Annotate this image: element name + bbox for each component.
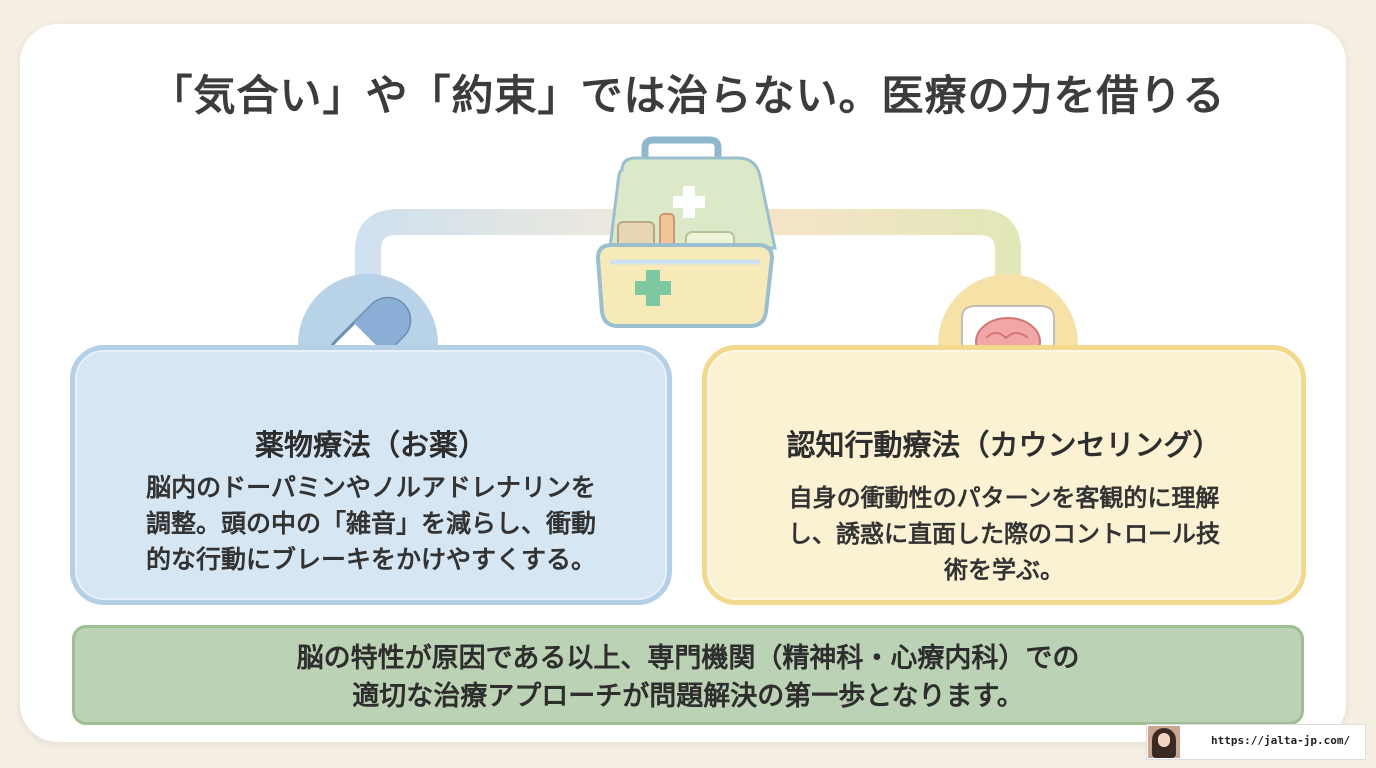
medication-therapy-body: 脳内のドーパミンやノルアドレナリンを 調整。頭の中の「雑音」を減らし、衝動 的な… — [75, 470, 667, 578]
cbt-card: 認知行動療法（カウンセリング） 自身の衝動性のパターンを客観的に理解 し、誘惑に… — [702, 345, 1306, 605]
conclusion-text: 脳の特性が原因である以上、専門機関（精神科・心療内科）での 適切な治療アプローチ… — [75, 640, 1301, 716]
conclusion-banner: 脳の特性が原因である以上、専門機関（精神科・心療内科）での 適切な治療アプローチ… — [72, 625, 1304, 725]
body-line: 調整。頭の中の「雑音」を減らし、衝動 — [145, 509, 596, 538]
footer-url[interactable]: https://jalta-jp.com/ — [1211, 734, 1351, 747]
body-line: 自身の衝動性のパターンを客観的に理解 — [788, 484, 1220, 512]
cbt-heading: 認知行動療法（カウンセリング） — [786, 428, 1222, 462]
body-line: 的な行動にブレーキをかけやすくする。 — [145, 545, 596, 574]
first-aid-kit-icon — [595, 136, 777, 328]
body-line: 脳内のドーパミンやノルアドレナリンを — [146, 473, 596, 502]
body-line: し、誘惑に直面した際のコントロール技 — [788, 520, 1220, 548]
cbt-body: 自身の衝動性のパターンを客観的に理解 し、誘惑に直面した際のコントロール技 術を… — [707, 480, 1301, 588]
conclusion-line: 適切な治療アプローチが問題解決の第一歩となります。 — [352, 681, 1024, 712]
footer-badge[interactable]: https://jalta-jp.com/ — [1146, 724, 1366, 760]
medication-therapy-heading: 薬物療法（お薬） — [254, 428, 487, 462]
medication-therapy-card: 薬物療法（お薬） 脳内のドーパミンやノルアドレナリンを 調整。頭の中の「雑音」を… — [70, 345, 672, 605]
page-title: 「気合い」や「約束」では治らない。医療の力を借りる — [150, 71, 1226, 120]
body-line: 術を学ぶ。 — [944, 556, 1064, 584]
conclusion-line: 脳の特性が原因である以上、専門機関（精神科・心療内科）での — [296, 643, 1080, 674]
avatar-icon — [1148, 726, 1180, 758]
